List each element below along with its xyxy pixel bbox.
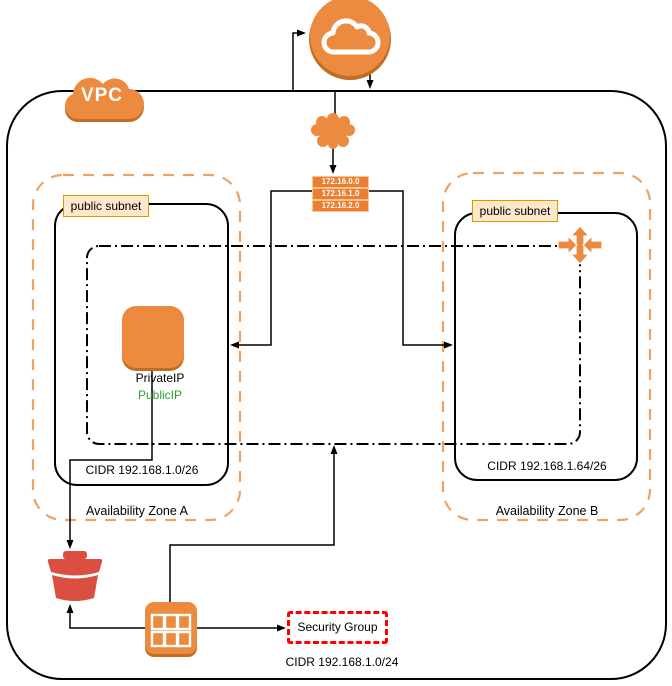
route-entry: 172.16.2.0	[312, 200, 369, 212]
connector-routes-to-subnet-a	[230, 190, 312, 349]
router-shield-icon	[311, 113, 355, 149]
availability-zone-b-label: Availability Zone B	[495, 504, 599, 518]
connector-instance-to-bucket	[66, 368, 153, 549]
vpc-cidr-label: CIDR 192.168.1.0/24	[285, 655, 399, 669]
connector-routes-to-subnet-b	[369, 190, 453, 349]
instance-public-ip-label: PublicIP	[137, 388, 183, 402]
route-entry: 172.16.1.0	[312, 188, 369, 200]
connector-vpc-to-internet	[292, 29, 306, 91]
instance-private-ip-label: PrivateIP	[135, 371, 185, 385]
ec2-instance-square	[122, 306, 184, 368]
route-table-icon	[145, 602, 197, 657]
vpc-cloud-icon	[64, 77, 144, 122]
subnet-a-cidr: CIDR 192.168.1.0/26	[85, 463, 199, 477]
subnet-b-box	[454, 212, 638, 481]
s3-bucket-icon	[47, 551, 103, 601]
four-way-arrows-icon	[557, 225, 603, 265]
connector-lines	[66, 29, 453, 632]
subnet-b-cidr: CIDR 192.168.1.64/26	[487, 459, 607, 473]
route-list: 172.16.0.0 172.16.1.0 172.16.2.0	[312, 176, 369, 212]
availability-zone-a-label: Availability Zone A	[86, 504, 188, 518]
vpc-boundary	[6, 90, 667, 680]
public-subnet-label-b: public subnet	[472, 200, 558, 222]
vpc-label: VPC	[80, 85, 124, 106]
ec2-instance-icon	[122, 306, 184, 371]
cloud-glyph-icon	[321, 18, 381, 55]
security-group-box: Security Group	[287, 611, 388, 644]
availability-zone-b-box	[441, 171, 652, 522]
routing-loop-path	[86, 245, 581, 445]
connector-route-table-to-bucket	[66, 604, 145, 629]
connector-route-table-to-loop	[169, 445, 338, 602]
availability-zone-a-box	[31, 173, 242, 522]
route-table-grid-cells	[150, 613, 192, 648]
route-entry: 172.16.0.0	[312, 176, 369, 188]
public-subnet-label-a: public subnet	[63, 195, 149, 217]
internet-icon	[309, 0, 391, 80]
vpc-cloud-shape	[64, 77, 144, 119]
